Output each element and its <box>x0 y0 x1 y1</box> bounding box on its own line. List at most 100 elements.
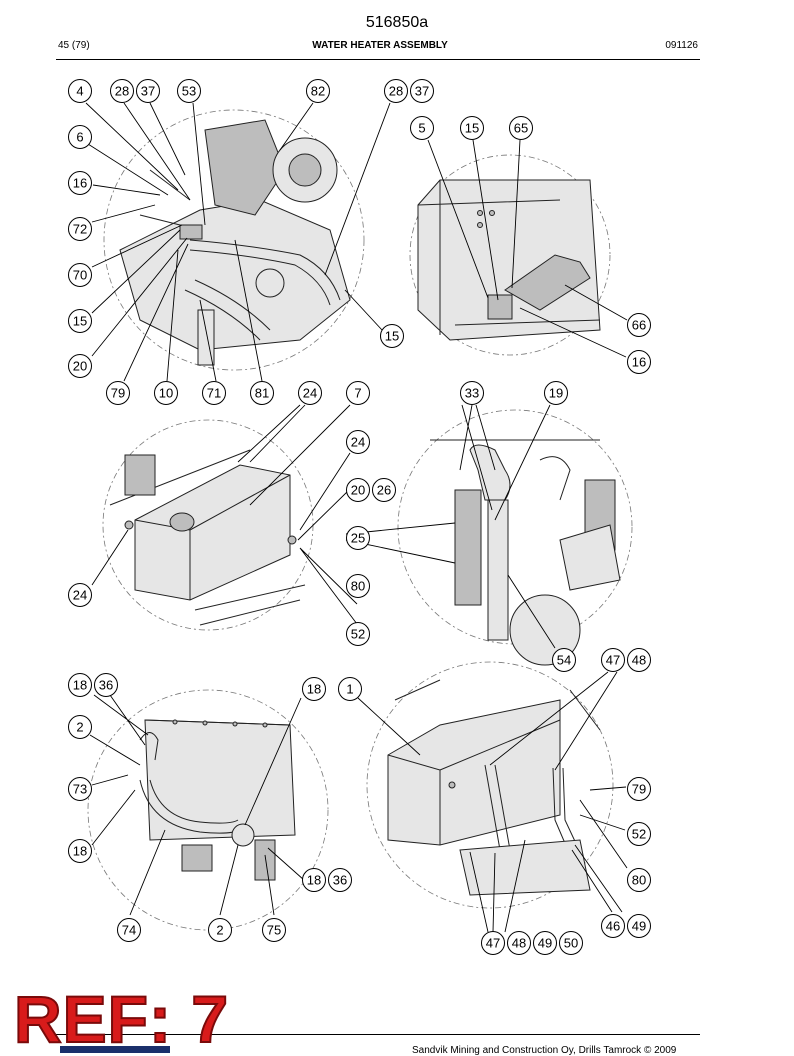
svg-text:6: 6 <box>76 130 83 145</box>
callout-bubble: 79 <box>106 381 130 405</box>
svg-text:37: 37 <box>415 84 429 99</box>
leader-lines <box>85 102 628 933</box>
page-title: WATER HEATER ASSEMBLY <box>312 40 448 51</box>
callout-bubble: 15 <box>380 324 404 348</box>
callout-bubble: 2 <box>208 918 232 942</box>
svg-text:52: 52 <box>632 827 646 842</box>
svg-text:20: 20 <box>351 483 365 498</box>
callout-bubble: 20 <box>346 478 370 502</box>
svg-text:54: 54 <box>557 653 571 668</box>
callout-bubble: 16 <box>68 171 92 195</box>
svg-text:36: 36 <box>99 678 113 693</box>
callout-bubble: 73 <box>68 777 92 801</box>
detail-view-bottom-right <box>366 661 614 909</box>
callout-bubble: 6 <box>68 125 92 149</box>
callout-bubble: 33 <box>460 381 484 405</box>
svg-text:15: 15 <box>465 121 479 136</box>
svg-text:28: 28 <box>389 84 403 99</box>
svg-text:24: 24 <box>303 386 317 401</box>
svg-text:15: 15 <box>73 314 87 329</box>
svg-text:24: 24 <box>73 588 87 603</box>
svg-text:15: 15 <box>385 329 399 344</box>
svg-text:74: 74 <box>122 923 136 938</box>
callout-bubble: 24 <box>68 583 92 607</box>
svg-text:37: 37 <box>141 84 155 99</box>
callout-bubble: 50 <box>559 931 583 955</box>
svg-text:48: 48 <box>512 936 526 951</box>
svg-text:79: 79 <box>632 782 646 797</box>
detail-view-middle-left <box>102 419 314 631</box>
detail-view-top-right <box>409 154 611 356</box>
copyright-text: Sandvik Mining and Construction Oy, Dril… <box>412 1045 677 1056</box>
callout-bubble: 7 <box>346 381 370 405</box>
callout-bubble: 26 <box>372 478 396 502</box>
svg-text:1: 1 <box>346 682 353 697</box>
svg-text:20: 20 <box>73 359 87 374</box>
svg-text:66: 66 <box>632 318 646 333</box>
callout-bubble: 37 <box>136 79 160 103</box>
document-code: 091126 <box>665 40 698 51</box>
svg-text:18: 18 <box>73 844 87 859</box>
callout-bubble: 2 <box>68 715 92 739</box>
callout-bubble: 10 <box>154 381 178 405</box>
svg-text:26: 26 <box>377 483 391 498</box>
callout-bubble: 18 <box>302 677 326 701</box>
callout-bubble: 37 <box>410 79 434 103</box>
svg-text:72: 72 <box>73 222 87 237</box>
svg-text:2: 2 <box>76 720 83 735</box>
svg-text:24: 24 <box>351 435 365 450</box>
callout-bubble: 18 <box>68 673 92 697</box>
callout-bubble: 49 <box>533 931 557 955</box>
callout-bubble: 4 <box>68 79 92 103</box>
callout-bubble: 25 <box>346 526 370 550</box>
svg-text:18: 18 <box>73 678 87 693</box>
svg-text:82: 82 <box>311 84 325 99</box>
callout-bubble: 16 <box>627 350 651 374</box>
detail-view-bottom-left <box>87 689 329 931</box>
callout-bubble: 5 <box>410 116 434 140</box>
callout-bubble: 19 <box>544 381 568 405</box>
callout-bubble: 46 <box>601 914 625 938</box>
callout-bubble: 18 <box>68 839 92 863</box>
svg-text:25: 25 <box>351 531 365 546</box>
callout-bubble: 15 <box>68 309 92 333</box>
svg-text:52: 52 <box>351 627 365 642</box>
svg-text:18: 18 <box>307 873 321 888</box>
svg-text:65: 65 <box>514 121 528 136</box>
svg-text:33: 33 <box>465 386 479 401</box>
callout-bubble: 15 <box>460 116 484 140</box>
callout-bubble: 70 <box>68 263 92 287</box>
callout-bubble: 1 <box>338 677 362 701</box>
svg-text:48: 48 <box>632 653 646 668</box>
svg-text:10: 10 <box>159 386 173 401</box>
brand-logo-strip <box>60 1046 170 1053</box>
callout-bubble: 48 <box>507 931 531 955</box>
svg-text:75: 75 <box>267 923 281 938</box>
svg-text:5: 5 <box>418 121 425 136</box>
svg-text:7: 7 <box>354 386 361 401</box>
callout-bubble: 74 <box>117 918 141 942</box>
callout-bubble: 82 <box>306 79 330 103</box>
callout-bubble: 75 <box>262 918 286 942</box>
svg-text:50: 50 <box>564 936 578 951</box>
reference-stamp: REF: 7 <box>13 982 230 1056</box>
svg-text:4: 4 <box>76 84 83 99</box>
callout-bubble: 79 <box>627 777 651 801</box>
svg-text:28: 28 <box>115 84 129 99</box>
callout-bubble: 81 <box>250 381 274 405</box>
callout-bubble: 52 <box>346 622 370 646</box>
detail-view-middle-right <box>397 409 633 666</box>
callout-bubble: 28 <box>384 79 408 103</box>
callout-bubble: 49 <box>627 914 651 938</box>
callout-bubble: 53 <box>177 79 201 103</box>
svg-text:71: 71 <box>207 386 221 401</box>
callout-bubble: 36 <box>94 673 118 697</box>
callout-bubble: 71 <box>202 381 226 405</box>
svg-text:16: 16 <box>73 176 87 191</box>
detail-view-top-left <box>103 109 365 371</box>
svg-text:46: 46 <box>606 919 620 934</box>
callout-bubble: 24 <box>298 381 322 405</box>
svg-text:49: 49 <box>632 919 646 934</box>
callout-bubble: 72 <box>68 217 92 241</box>
